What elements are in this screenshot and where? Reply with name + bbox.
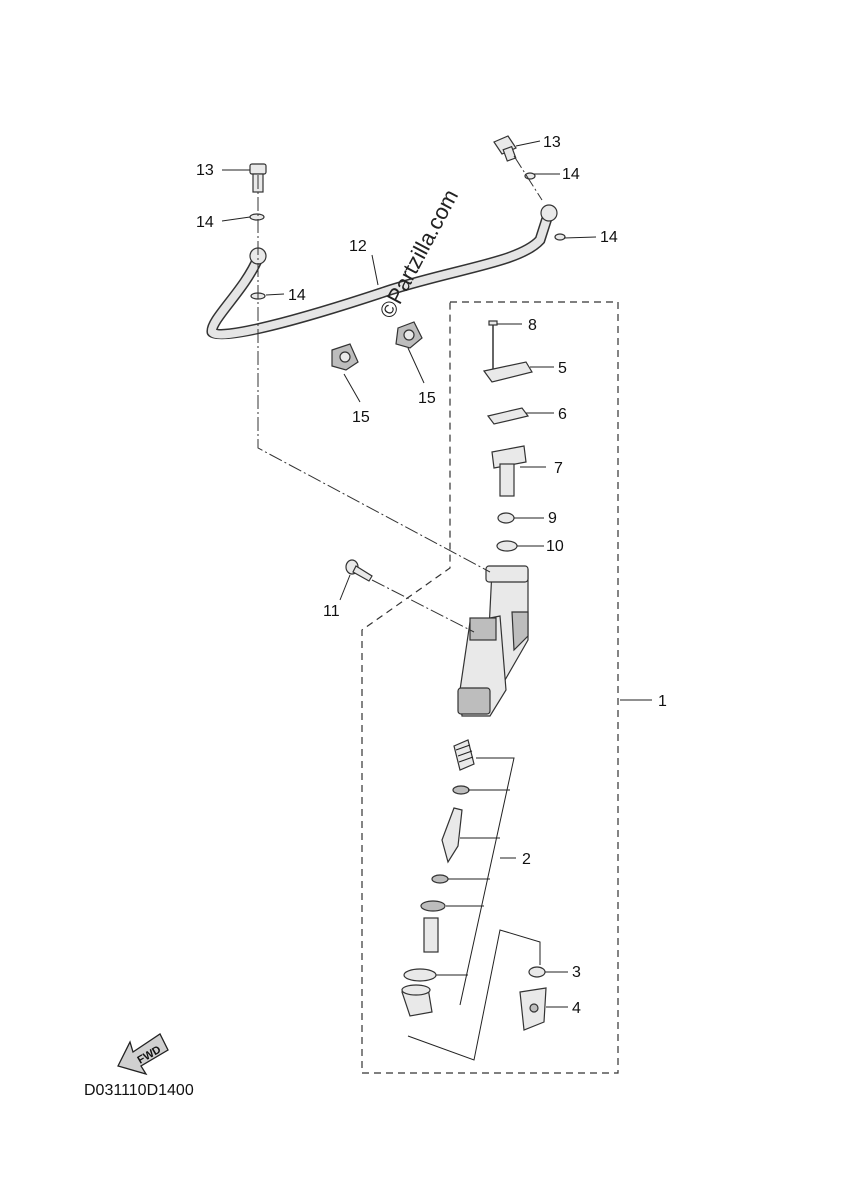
- alignment-line-hose: [257, 175, 491, 573]
- callout-13-left: 13: [196, 162, 214, 179]
- callout-14-lower-right: 14: [600, 229, 618, 246]
- callout-14-upper-right: 14: [562, 166, 580, 183]
- plate-5: [482, 361, 533, 383]
- alignment-line-hose-right: [513, 155, 543, 201]
- callout-1: 1: [658, 693, 667, 710]
- piston-kit: [401, 739, 475, 1017]
- callout-15-right: 15: [418, 390, 436, 407]
- fitting-7: [491, 445, 527, 497]
- callout-5: 5: [558, 360, 567, 377]
- circlip-9: [497, 512, 515, 524]
- callout-14-lower-left: 14: [288, 287, 306, 304]
- callout-12: 12: [349, 238, 367, 255]
- callout-15-left: 15: [352, 409, 370, 426]
- callout-10: 10: [546, 538, 564, 555]
- clevis-4: [519, 987, 547, 1031]
- fwd-arrow-icon: FWD: [117, 1033, 169, 1076]
- callout-13-right: 13: [543, 134, 561, 151]
- hose-clamp-left: [331, 343, 359, 371]
- leader-lines: [221, 140, 652, 1061]
- callout-3: 3: [572, 964, 581, 981]
- callout-4: 4: [572, 1000, 581, 1017]
- gasket-upper-left: [249, 213, 265, 221]
- master-cylinder-body: [457, 565, 529, 717]
- o-ring-10: [496, 540, 518, 552]
- alignment-line-bolt: [371, 579, 475, 633]
- hose-clamp-right: [395, 321, 423, 349]
- callout-2: 2: [522, 851, 531, 868]
- diaphragm-6: [486, 407, 530, 425]
- assembly-outline: [361, 301, 619, 1074]
- callout-11: 11: [323, 603, 340, 620]
- callout-6: 6: [558, 406, 567, 423]
- screw-8: [488, 320, 498, 372]
- gasket-lower-right: [554, 233, 566, 241]
- brake-hose: [206, 204, 558, 340]
- watermark: ©Partzilla.com: [374, 185, 463, 322]
- callout-7: 7: [554, 460, 563, 477]
- bolt-11: [345, 559, 373, 582]
- callout-14-upper-left: 14: [196, 214, 214, 231]
- callout-8: 8: [528, 317, 537, 334]
- drawing-code: D031110D1400: [84, 1082, 194, 1099]
- callout-9: 9: [548, 510, 557, 527]
- nut-3: [528, 966, 546, 978]
- union-bolt-right: [493, 135, 517, 162]
